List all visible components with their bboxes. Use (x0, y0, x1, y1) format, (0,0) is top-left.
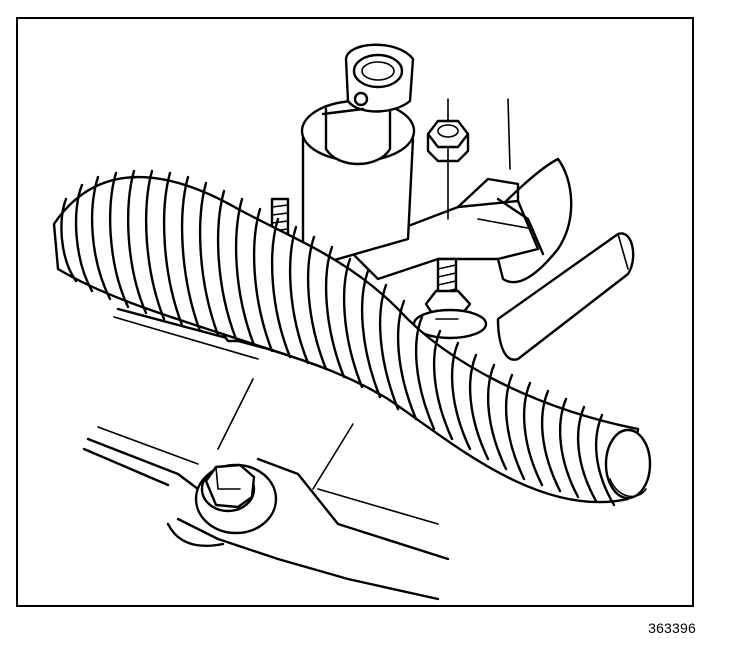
illustration-frame (16, 17, 694, 607)
valve-cover-rib (486, 157, 635, 361)
retaining-nut (412, 289, 488, 340)
egr-sensor (300, 43, 416, 271)
electrical-connector (321, 43, 415, 116)
hex-nut (426, 98, 511, 220)
figure-id-label: 363396 (648, 620, 696, 636)
manifold-bolt (194, 463, 278, 535)
exploded-view-illustration (52, 43, 652, 601)
support-bracket (346, 177, 545, 281)
convoluted-conduit (52, 169, 652, 507)
